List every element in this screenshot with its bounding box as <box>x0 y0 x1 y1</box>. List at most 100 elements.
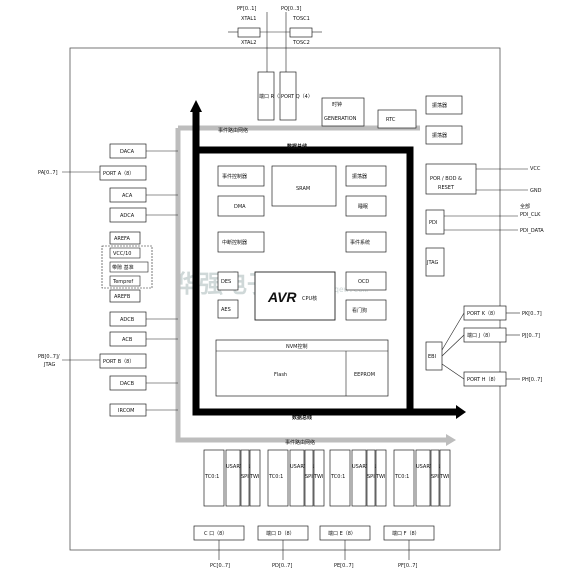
twi-label-e: TWI <box>375 474 385 480</box>
adcb-label: ADCB <box>120 317 135 323</box>
pin-pc: PC[0..7] <box>210 563 230 569</box>
nvm-label: NVM控制 <box>286 343 307 350</box>
port-b-label: PORT B（8） <box>103 359 134 365</box>
tc-block-d <box>267 449 289 507</box>
watchdog-block <box>345 299 387 321</box>
osc-top-label: 振荡器 <box>432 102 447 109</box>
pin-pa: PA[0..7] <box>38 170 58 176</box>
chip-outline <box>69 47 501 551</box>
arefb-label: AREFB <box>114 294 131 300</box>
pin-pd: PD[0..7] <box>272 563 292 569</box>
pin-pq-top: PQ[0..3] <box>281 6 301 12</box>
usart-label-d: USART0:1 <box>290 464 315 470</box>
des-block <box>217 271 239 291</box>
ircom-label: IRCOM <box>118 408 134 414</box>
pin-tosc2: TOSC2 <box>292 40 310 46</box>
pdi-block <box>425 209 445 235</box>
data-bus-arrow-up <box>190 100 202 112</box>
port-c-label: C 口（8） <box>204 531 227 537</box>
wire <box>441 363 465 380</box>
dacb-label: DACB <box>120 381 135 387</box>
daca-label: DACA <box>120 149 135 155</box>
ocd-label: OCD <box>358 279 369 285</box>
bandgap-label: 带隙 基准 <box>112 264 134 271</box>
pin-pf: PF[0..7] <box>398 563 417 569</box>
aes-label: AES <box>221 307 231 313</box>
usart-block-c <box>225 449 241 507</box>
pin-pe: PE[0..7] <box>334 563 354 569</box>
osc-top-block <box>425 95 463 115</box>
usart-block-f <box>415 449 431 507</box>
flash-label: Flash <box>274 372 287 378</box>
dma-label: DMA <box>234 204 246 210</box>
watchdog-label: 看门狗 <box>352 307 367 314</box>
arefa-label: AREFA <box>114 236 130 242</box>
osc-mid-label: 振荡器 <box>432 132 447 139</box>
usart-label-e: USART0:1 <box>352 464 377 470</box>
wire <box>441 312 465 351</box>
spi-label-e: SPI <box>367 474 375 480</box>
aca-label: ACA <box>122 193 133 199</box>
vcc10-label: VCC/10 <box>113 251 131 257</box>
tc-label-f: TC0:1 <box>394 474 409 480</box>
pin-pk: PK[0..7] <box>522 311 542 317</box>
eeprom-label: EEPROM <box>354 372 375 378</box>
port-q-label: PORT Q（4） <box>281 94 313 100</box>
tc-label-e: TC0:1 <box>330 474 345 480</box>
nvm-block <box>215 339 389 397</box>
int-ctrl-label: 中断控制器 <box>222 239 247 246</box>
tempref-label: Tempref <box>112 279 133 285</box>
port-a-label: PORT A（8） <box>103 171 134 177</box>
tc-label-c: TC0:1 <box>204 474 219 480</box>
dma-block <box>217 195 265 217</box>
bottom-group-c: TC0:1 USART0:1 SPI TWI C 口（8） PC[0..7] <box>193 449 261 569</box>
wire <box>441 334 465 357</box>
spi-label-f: SPI <box>431 474 439 480</box>
cpu-logo: AVR <box>267 289 297 305</box>
pin-xtal1: XTAL1 <box>241 16 256 22</box>
clock-cn-label: 时钟 <box>332 101 342 108</box>
adca-label: ADCA <box>120 213 135 219</box>
crystal-tosc <box>289 27 313 38</box>
event-sys-block <box>345 231 387 253</box>
port-r-label: 端口 R（2） <box>259 93 287 100</box>
sram-label: SRAM <box>296 186 310 192</box>
data-bus-inner <box>196 146 414 412</box>
spi-label-d: SPI <box>305 474 313 480</box>
rtc-block <box>377 109 417 129</box>
arefb-block <box>109 289 141 303</box>
event-route-label-bottom: 事件路由网络 <box>285 439 315 446</box>
tempref-block <box>109 275 141 287</box>
pin-tosc1: TOSC1 <box>292 16 310 22</box>
crystal-xtal <box>237 27 261 38</box>
bandgap-block <box>109 261 149 273</box>
twi-label-d: TWI <box>313 474 323 480</box>
pin-pf-top: PF[0..1] <box>237 6 256 12</box>
acb-label: ACB <box>122 337 133 343</box>
watermark-url: www.hqew.com <box>310 285 368 294</box>
port-b-block <box>99 353 147 369</box>
pin-pdi-data: PDI_DATA <box>520 228 544 234</box>
twi-block-c <box>249 449 261 507</box>
ocd-block <box>345 271 387 291</box>
port-j-label: 端口 J（8） <box>467 332 493 339</box>
jtag-block-label: JTAG <box>426 260 438 266</box>
pdi-label: PDI <box>429 220 437 226</box>
data-bus-label-bottom: 数据总线 <box>292 414 312 421</box>
pin-xtal2: XTAL2 <box>241 40 256 46</box>
port-a-block <box>99 165 147 181</box>
pin-ph: PH[0..7] <box>522 377 542 383</box>
tc-block-c <box>203 449 225 507</box>
bottom-group-d: TC0:1 USART0:1 SPI TWI 端口 D（8） PD[0..7] <box>257 449 325 569</box>
tc-block-e <box>329 449 351 507</box>
port-r-block <box>257 71 275 121</box>
cpu-block <box>254 271 336 321</box>
spi-label-c: SPI <box>241 474 249 480</box>
spi-block-e <box>366 449 376 507</box>
port-h-label: PORT H（8） <box>467 377 499 383</box>
sleep-label: 睡眠 <box>358 203 368 210</box>
pin-vcc: VCC <box>530 166 541 172</box>
power-label: POR / BOD & <box>430 176 462 182</box>
data-bus-line <box>192 110 456 416</box>
